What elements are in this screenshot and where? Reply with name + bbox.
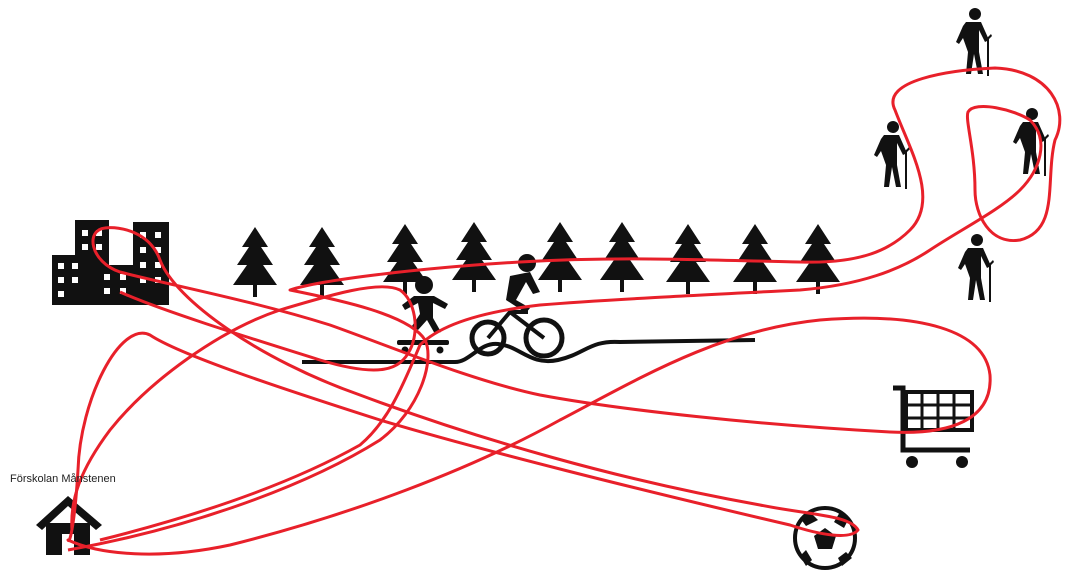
soccer-ball-icon: [793, 506, 857, 570]
pine-tree-icon: [600, 222, 644, 292]
pine-tree-icon: [233, 227, 277, 297]
pine-tree-icon: [796, 224, 840, 294]
elderly-person-with-cane-icon: [956, 8, 992, 76]
shopping-cart-icon: [893, 385, 974, 468]
apartment-buildings-icon: [52, 220, 169, 305]
elderly-person-with-cane-icon: [1013, 108, 1049, 176]
route-line: [70, 285, 417, 531]
elderly-person-with-cane-icon: [958, 234, 994, 302]
elderly-people-group: [874, 8, 1049, 302]
route-line: [66, 226, 992, 556]
pine-tree-icon: [733, 224, 777, 294]
place-label: Förskolan Månstenen: [10, 473, 116, 485]
route-line: [67, 66, 1062, 552]
pine-tree-icon: [452, 222, 496, 292]
pine-tree-icon: [538, 222, 582, 292]
bike-track-icon: [302, 338, 756, 364]
